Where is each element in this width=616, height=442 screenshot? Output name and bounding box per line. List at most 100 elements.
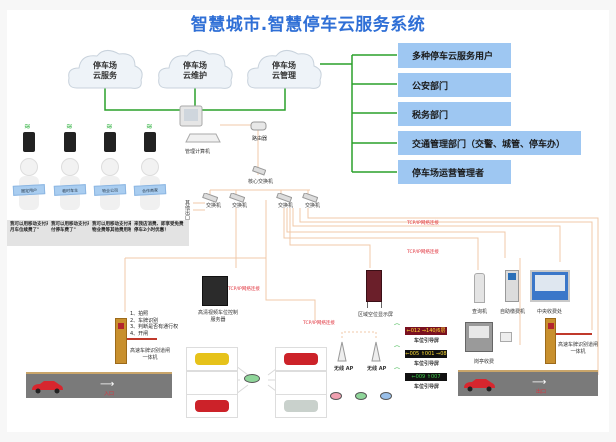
guidance-label: 车位引导屏 bbox=[414, 384, 440, 390]
display-line bbox=[289, 208, 371, 268]
ap-line bbox=[265, 200, 316, 320]
stakeholder-tax: 税务部门 bbox=[398, 102, 511, 126]
gate-display-icon bbox=[548, 323, 554, 329]
self-pay-kiosk-icon bbox=[505, 270, 519, 302]
parking-bay bbox=[275, 347, 327, 371]
cloud-label-line1: 停车场 bbox=[93, 61, 117, 70]
wifi-icon: ≋ bbox=[24, 122, 31, 131]
user-quote: 来我店消费、即享受免费停车2小时优惠！ bbox=[131, 220, 189, 246]
display-leg bbox=[381, 302, 382, 308]
tcpip-label: TCP/IP网络连接 bbox=[407, 221, 439, 226]
guidance-label: 车位引导屏 bbox=[414, 338, 440, 344]
entry-step: 4、开闸 bbox=[130, 330, 149, 337]
wifi-icon: ≋ bbox=[106, 122, 113, 131]
user-sign: 临时车主 bbox=[53, 184, 87, 196]
exit-gate-label: 高速车牌识别道闸一体机 bbox=[558, 342, 599, 355]
other-exit-label: 其他出口 bbox=[184, 200, 190, 220]
router-icon bbox=[250, 121, 267, 131]
phone-icon bbox=[64, 132, 76, 152]
guidance-led: ⇐005 ⇑001 ⇒08 bbox=[405, 350, 447, 358]
region-display-label: 区域空位显示屏 bbox=[358, 312, 394, 318]
management-computer-label: 管理计算机 bbox=[185, 149, 211, 155]
video-server-icon bbox=[202, 276, 228, 306]
antenna-icon bbox=[371, 341, 381, 362]
manual-booth-icon bbox=[465, 322, 493, 352]
switch-label: 交换机 bbox=[305, 203, 321, 209]
parking-bay bbox=[186, 394, 238, 418]
wifi-icon: ⌒ bbox=[394, 346, 401, 353]
query-kiosk-icon bbox=[474, 273, 485, 303]
entry-bus-line bbox=[125, 257, 267, 268]
gate-display-icon bbox=[118, 323, 124, 329]
entry-step: 1、拍照 bbox=[130, 311, 149, 317]
region-display-icon bbox=[366, 270, 382, 302]
tcpip-label: TCP/IP网络连接 bbox=[228, 287, 260, 292]
entry-lane: ⟶ 入口 bbox=[26, 372, 172, 398]
phone-icon bbox=[104, 132, 116, 152]
parking-bay bbox=[275, 371, 327, 395]
detector-icon bbox=[330, 392, 342, 400]
query-kiosk-label: 查询机 bbox=[472, 309, 488, 315]
figure-head-icon bbox=[141, 158, 159, 176]
entry-steps: 1、拍照 2、车牌识别 3、判断是否有通行权 4、开闸 bbox=[130, 311, 178, 337]
switch-icon bbox=[202, 193, 218, 203]
entry-gate-icon bbox=[115, 318, 127, 364]
cloud-icon bbox=[158, 50, 233, 89]
exit-gate-icon bbox=[545, 318, 556, 364]
core-switch-label: 核心交换机 bbox=[248, 179, 274, 185]
exit-lane-label: 出口 bbox=[536, 389, 547, 395]
entry-lane-label: 入口 bbox=[104, 391, 115, 397]
central-booth-line bbox=[292, 208, 561, 262]
arrow-right-icon: ⟶ bbox=[100, 379, 115, 390]
parking-bay bbox=[186, 347, 238, 371]
car-icon bbox=[195, 353, 229, 365]
cloud-label-line2: 云维护 bbox=[183, 71, 207, 80]
router-label: 路由器 bbox=[252, 136, 268, 142]
booth-window-icon bbox=[469, 326, 489, 338]
ap-label: 无线 AP bbox=[334, 366, 354, 372]
core-switch-icon bbox=[252, 166, 266, 176]
cloud-icon bbox=[68, 50, 143, 89]
ap-label: 无线 AP bbox=[367, 366, 387, 372]
entry-gate-label: 高速车牌识别道闸一体机 bbox=[130, 348, 171, 361]
wifi-icon: ⌒ bbox=[394, 368, 401, 375]
detector-camera-icon bbox=[244, 374, 260, 383]
ap-bus-line bbox=[341, 331, 377, 338]
entry-barrier-icon bbox=[127, 338, 157, 340]
car-icon bbox=[464, 379, 495, 392]
switch-icon bbox=[229, 193, 245, 203]
exit-bus-line bbox=[299, 208, 593, 330]
cloud-label-line1: 停车场 bbox=[183, 61, 207, 70]
switch-label: 交换机 bbox=[232, 203, 248, 209]
cloud-label-line2: 云管理 bbox=[272, 71, 296, 80]
central-booth-label: 中央收费处 bbox=[537, 309, 563, 315]
arrow-right-icon: ⟶ bbox=[532, 377, 547, 388]
parking-bay bbox=[186, 371, 238, 395]
figure-head-icon bbox=[20, 158, 38, 176]
booth-computer-icon bbox=[500, 332, 512, 342]
entry-step: 2、车牌识别 bbox=[130, 317, 159, 324]
cloud-label-line1: 停车场 bbox=[272, 61, 296, 70]
switch-icon bbox=[302, 193, 318, 203]
wifi-icon: ≋ bbox=[66, 122, 73, 131]
self-pay-kiosk-label: 自助缴费机 bbox=[500, 309, 526, 315]
stakeholder-operator: 停车场运营管理者 bbox=[398, 160, 511, 184]
guidance-label: 车位引导屏 bbox=[414, 361, 440, 367]
wifi-icon: ⌒ bbox=[394, 324, 401, 331]
query-kiosk-line bbox=[283, 208, 479, 270]
cloud-icon bbox=[247, 50, 322, 89]
network-lines bbox=[124, 124, 599, 375]
page-title: 智慧城市.智慧停车云服务系统 bbox=[190, 15, 426, 35]
parking-bay bbox=[275, 394, 327, 418]
user-sign: 物业公司 bbox=[93, 184, 127, 196]
entry-step: 3、判断是否有通行权 bbox=[130, 324, 179, 330]
booth-window-icon bbox=[535, 275, 565, 291]
user-sign: 固定用户 bbox=[12, 184, 46, 196]
display-leg bbox=[367, 302, 368, 308]
wifi-icon: ≋ bbox=[146, 122, 153, 131]
tcpip-label: TCP/IP网络连接 bbox=[407, 250, 439, 255]
stakeholder-traffic: 交通管理部门（交警、城管、停车办） bbox=[398, 131, 581, 155]
switch-label: 交换机 bbox=[206, 203, 222, 209]
switch-label: 交换机 bbox=[278, 203, 294, 209]
pay-kiosk-line bbox=[286, 208, 506, 258]
